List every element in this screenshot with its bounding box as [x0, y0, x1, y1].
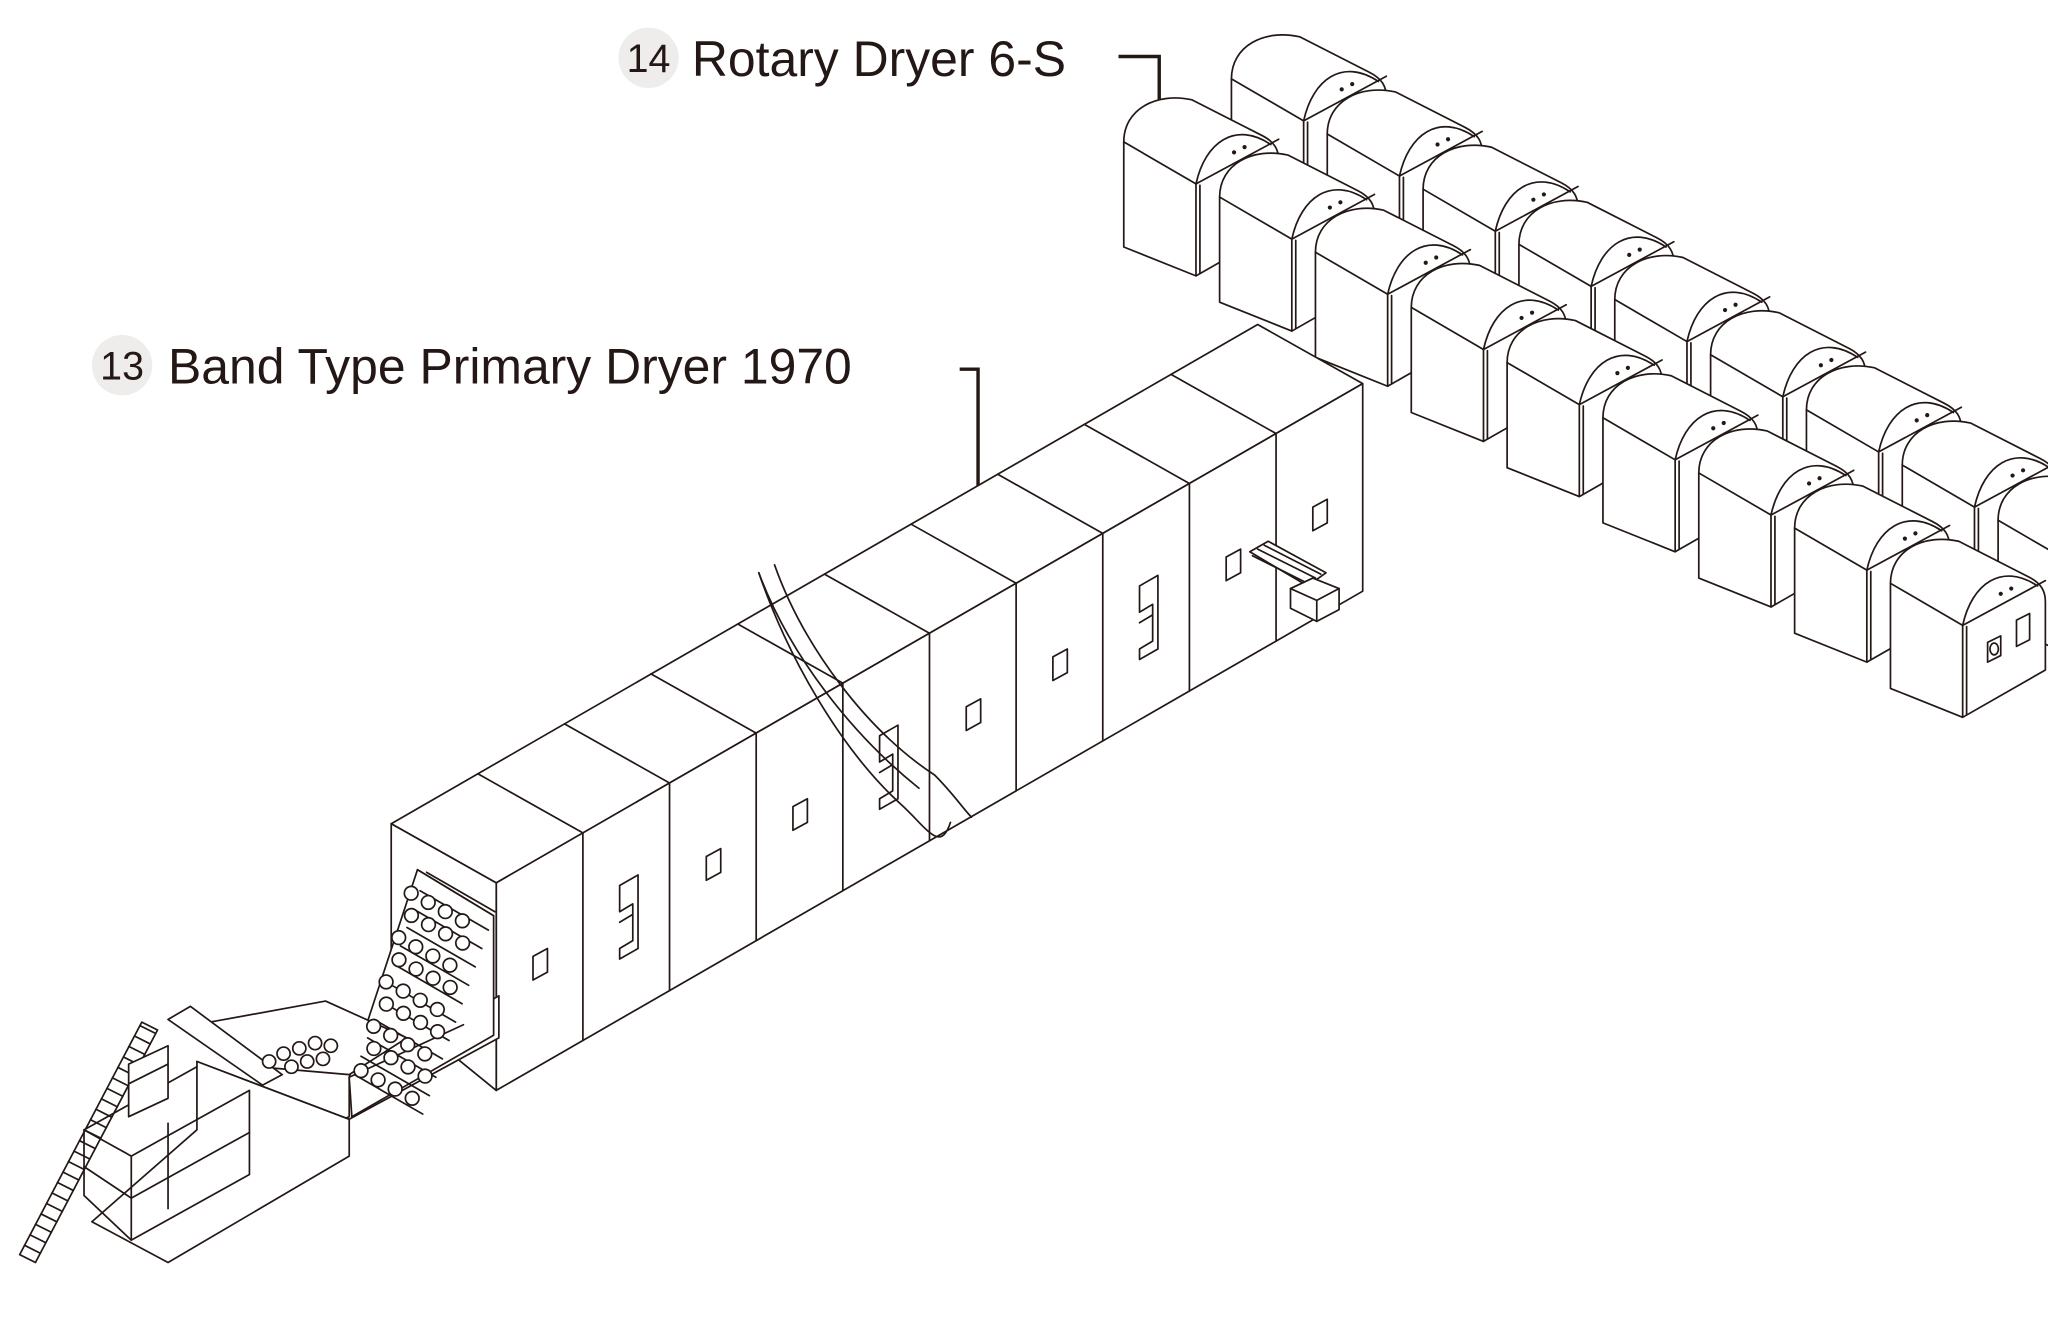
chip-pellet [454, 935, 471, 951]
control-panel-icon [2015, 612, 2031, 648]
rotary-dryer-array [1122, 34, 2048, 719]
chip-pellet [425, 970, 441, 986]
chip-pellet [425, 948, 441, 964]
chip-pellet [291, 1040, 307, 1056]
chip-pellet [412, 1014, 429, 1031]
chip-pellet [454, 913, 471, 929]
section-divider [563, 723, 671, 992]
chip-pellet [391, 952, 407, 968]
pipe [757, 571, 952, 838]
chip-pellet [408, 961, 424, 977]
chip-pellet [315, 1051, 331, 1067]
chip-pellet [404, 1090, 420, 1106]
chip-pellet [429, 1001, 445, 1018]
section-divider [650, 673, 758, 942]
chip-pellet [353, 1063, 369, 1079]
chip-pellet [391, 929, 407, 946]
chip-pellet [284, 1059, 299, 1075]
chip-pellet [307, 1035, 323, 1051]
pipe [773, 564, 973, 819]
chip-pellet [383, 1050, 399, 1066]
porthole-icon [1986, 634, 2002, 663]
inspection-window-icon [532, 947, 549, 981]
chip-pellet [370, 1072, 386, 1088]
chip-pellet [387, 1081, 403, 1097]
chip-pellet [276, 1046, 291, 1062]
rotary-dryer-unit [1889, 538, 2047, 719]
discharge-unit [1248, 540, 1340, 623]
chip-pellet [420, 916, 437, 933]
callout-badge [91, 335, 153, 396]
callout-label: Band Type Primary Dryer 1970 [168, 339, 852, 395]
access-door-icon [878, 724, 899, 811]
callout-number: 14 [627, 37, 671, 81]
section-divider [996, 473, 1104, 742]
callout-number: 13 [100, 345, 144, 389]
chip-pellet [323, 1038, 339, 1054]
access-ladder [18, 1021, 159, 1264]
chip-pellet [420, 894, 436, 911]
chip-pellet [395, 1005, 412, 1021]
inspection-window-icon [705, 847, 722, 882]
callout-rotary-dryer: 14 Rotary Dryer 6-S [618, 27, 1166, 151]
section-divider [736, 623, 844, 892]
callout-label: Rotary Dryer 6-S [692, 31, 1066, 87]
support-frame [83, 1065, 251, 1242]
inspection-window-icon [1052, 648, 1069, 682]
chip-pellet [442, 979, 458, 996]
chip-pellet [378, 974, 394, 990]
inspection-window-icon [1225, 548, 1242, 582]
chip-pellet [378, 996, 395, 1012]
chip-pellet [261, 1054, 277, 1069]
section-divider [910, 523, 1017, 792]
chip-pellet [299, 1054, 315, 1069]
section-divider [1170, 373, 1277, 642]
chip-pellet [403, 907, 420, 924]
conveyor-base-side [91, 1060, 351, 1264]
chip-pellet [417, 1046, 433, 1062]
chip-pellet [442, 957, 458, 973]
band-dryer [390, 323, 1364, 1092]
callout-band-dryer: 13 Band Type Primary Dryer 1970 [91, 335, 984, 527]
leader-line [959, 367, 980, 518]
roller-track [167, 1005, 284, 1087]
chip-pellet [395, 983, 411, 999]
callout-badge [618, 27, 679, 89]
chip-pellet [400, 1037, 416, 1053]
chip-pellet [400, 1059, 416, 1075]
access-door-icon [1138, 574, 1159, 661]
chip-pellet [429, 1023, 446, 1040]
chip-pellet [412, 992, 428, 1008]
chip-pellet [403, 885, 419, 901]
section-divider [477, 772, 584, 1042]
chip-pellet [437, 903, 453, 920]
chip-pellet [408, 939, 424, 955]
chip-pellet [417, 1068, 433, 1084]
section-divider [1083, 423, 1191, 692]
inspection-window-icon [1311, 498, 1329, 532]
chip-pellet [383, 1027, 399, 1044]
chip-pellet [366, 1040, 382, 1057]
inspection-window-icon [965, 698, 982, 732]
access-door-icon [618, 874, 639, 960]
chip-pellet [365, 1018, 382, 1034]
chip-pellet [437, 926, 454, 942]
inspection-window-icon [792, 797, 809, 832]
chip-mesh [261, 871, 496, 1115]
